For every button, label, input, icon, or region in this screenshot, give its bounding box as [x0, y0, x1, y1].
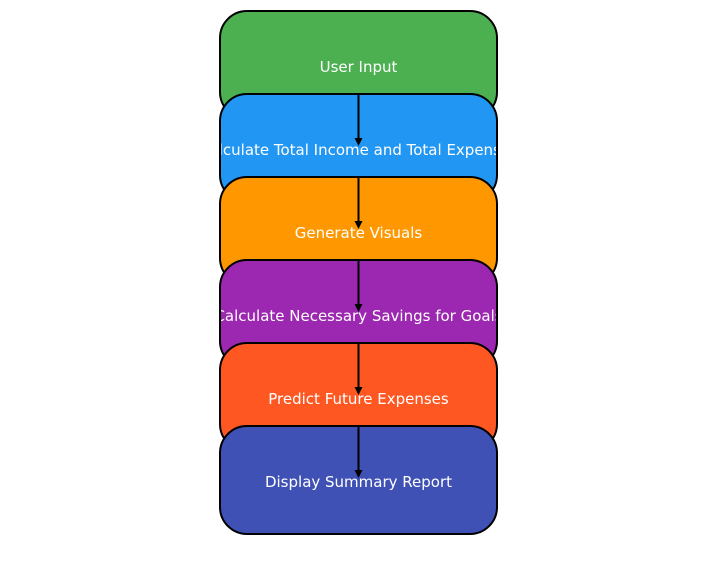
step-display-summary: Display Summary Report [219, 425, 498, 535]
step-label: Predict Future Expenses [268, 390, 449, 408]
step-label: Display Summary Report [264, 473, 453, 491]
step-label: Calculate Total Income and Total Expense… [219, 141, 496, 159]
step-label: Generate Visuals [294, 224, 423, 242]
step-label: Calculate Necessary Savings for Goals [219, 307, 498, 325]
step-label: User Input [319, 58, 398, 76]
